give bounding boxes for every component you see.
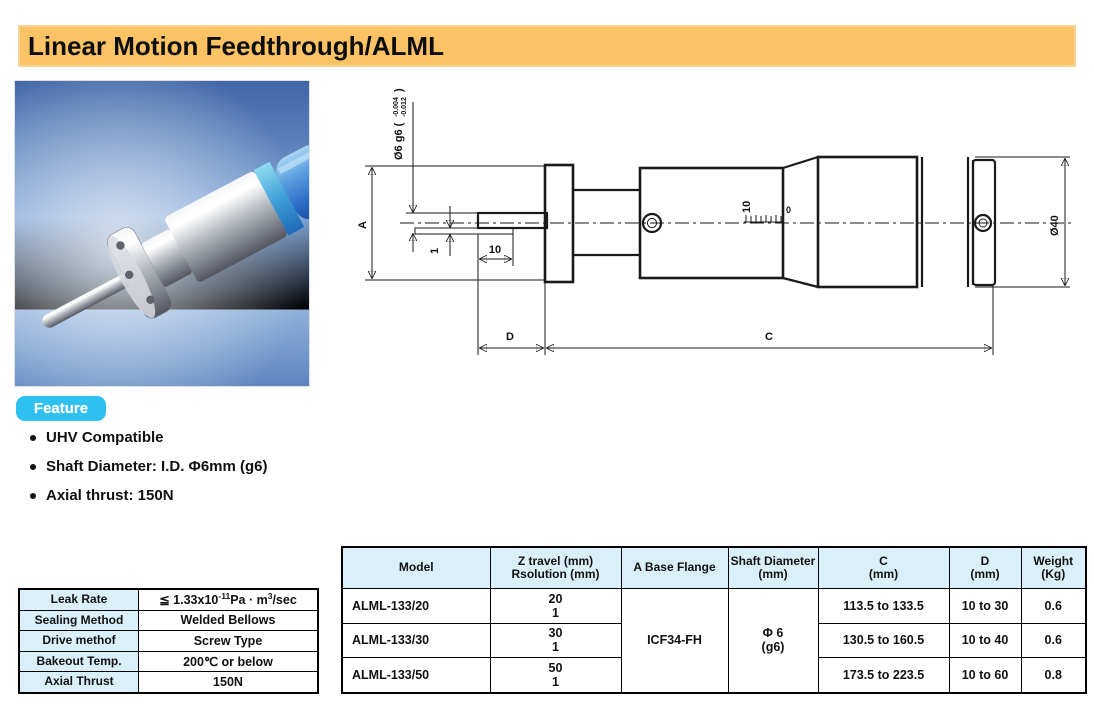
svg-text:-0.012: -0.012: [401, 97, 408, 117]
cell-c-1: 130.5 to 160.5: [817, 622, 950, 658]
scale-0-label: 0: [786, 205, 791, 215]
product-photo: [14, 80, 310, 387]
cell-c-0: 113.5 to 133.5: [817, 588, 950, 624]
svg-text:Ø6 g6 (: Ø6 g6 (: [393, 122, 405, 160]
cell-model-2: ALML-133/50: [341, 657, 491, 693]
spec-label-leak-rate: Leak Rate: [18, 588, 139, 611]
svg-text:-0.004: -0.004: [393, 97, 400, 117]
feature-item: Axial thrust: 150N: [24, 481, 354, 510]
table-row: Bakeout Temp. 200℃ or below: [18, 650, 319, 673]
set-screw-left: [641, 212, 663, 234]
col-header-shaft-dia: Shaft Diameter(mm): [727, 546, 819, 589]
dim-c-label: C: [765, 331, 773, 343]
dimension-drawing: A Ø6 g6 ( -0.004 -0.012 ) 1 10 10 0: [358, 88, 1075, 355]
scale-ticks: [744, 215, 783, 223]
spec-value-bakeout: 200℃ or below: [138, 650, 319, 673]
dim-10-label: 10: [489, 244, 501, 256]
scale-10-label: 10: [741, 201, 753, 213]
col-header-model: Model: [341, 546, 491, 589]
page-title: Linear Motion Feedthrough/ALML: [28, 30, 444, 61]
spec-value-drive: Screw Type: [138, 630, 319, 652]
cell-weight-2: 0.8: [1020, 657, 1087, 693]
svg-text:): ): [393, 88, 405, 92]
feature-badge-label: Feature: [33, 400, 89, 417]
spec-value-axial-thrust: 150N: [138, 671, 319, 694]
cell-weight-1: 0.6: [1020, 622, 1087, 658]
cell-shaft-dia-merged: Φ 6(g6): [727, 588, 819, 693]
col-header-d: D(mm): [948, 546, 1022, 589]
table-row: Sealing Method Welded Bellows: [18, 609, 319, 632]
col-header-flange: A Base Flange: [620, 546, 729, 589]
feature-item-text: Shaft Diameter: I.D. Φ6mm (g6): [46, 458, 268, 475]
cell-d-2: 10 to 60: [948, 657, 1022, 693]
cell-d-0: 10 to 30: [948, 588, 1022, 624]
dim-1-label: 1: [429, 248, 441, 254]
feature-item: Shaft Diameter: I.D. Φ6mm (g6): [24, 452, 354, 481]
spec-label-axial-thrust: Axial Thrust: [18, 671, 139, 694]
cell-flange-merged: ICF34-FH: [620, 588, 729, 693]
cell-model-1: ALML-133/30: [341, 622, 491, 658]
col-header-z-travel: Z travel (mm)Rsolution (mm): [489, 546, 622, 589]
feature-item: UHV Compatible: [24, 423, 354, 452]
table-header-row: Model Z travel (mm)Rsolution (mm) A Base…: [341, 546, 1087, 589]
dim-a-label: A: [358, 221, 369, 229]
feedthrough-device: [42, 145, 309, 328]
spec-table: Leak Rate ≦ 1.33x10-11Pa · m3/sec Sealin…: [18, 588, 319, 694]
table-row: Leak Rate ≦ 1.33x10-11Pa · m3/sec: [18, 588, 319, 611]
shaft-diameter-callout: Ø6 g6 ( -0.004 -0.012 ): [393, 88, 408, 160]
model-table: Model Z travel (mm)Rsolution (mm) A Base…: [341, 546, 1087, 694]
cell-d-1: 10 to 40: [948, 622, 1022, 658]
table-row: Drive methof Screw Type: [18, 630, 319, 652]
dia-40-label: Ø40: [1049, 215, 1061, 236]
feature-item-text: UHV Compatible: [46, 429, 164, 446]
feature-list: UHV Compatible Shaft Diameter: I.D. Φ6mm…: [24, 423, 354, 510]
spec-label-drive: Drive methof: [18, 630, 139, 652]
feature-item-text: Axial thrust: 150N: [46, 487, 174, 504]
cell-model-0: ALML-133/20: [341, 588, 491, 624]
col-header-weight: Weight(Kg): [1020, 546, 1087, 589]
cell-weight-0: 0.6: [1020, 588, 1087, 624]
col-header-c: C(mm): [817, 546, 950, 589]
dim-d-label: D: [506, 331, 514, 343]
table-row: Axial Thrust 150N: [18, 671, 319, 694]
set-screw-right: [973, 213, 993, 233]
page-header-bar: Linear Motion Feedthrough/ALML: [18, 25, 1076, 67]
bullet-icon: [30, 434, 36, 441]
feature-badge: Feature: [16, 396, 106, 421]
bullet-icon: [30, 463, 36, 470]
spec-value-sealing: Welded Bellows: [138, 609, 319, 632]
bullet-icon: [30, 492, 36, 499]
spec-label-bakeout: Bakeout Temp.: [18, 650, 139, 673]
spec-value-leak-rate: ≦ 1.33x10-11Pa · m3/sec: [138, 588, 319, 611]
spec-label-sealing: Sealing Method: [18, 609, 139, 632]
cell-c-2: 173.5 to 223.5: [817, 657, 950, 693]
